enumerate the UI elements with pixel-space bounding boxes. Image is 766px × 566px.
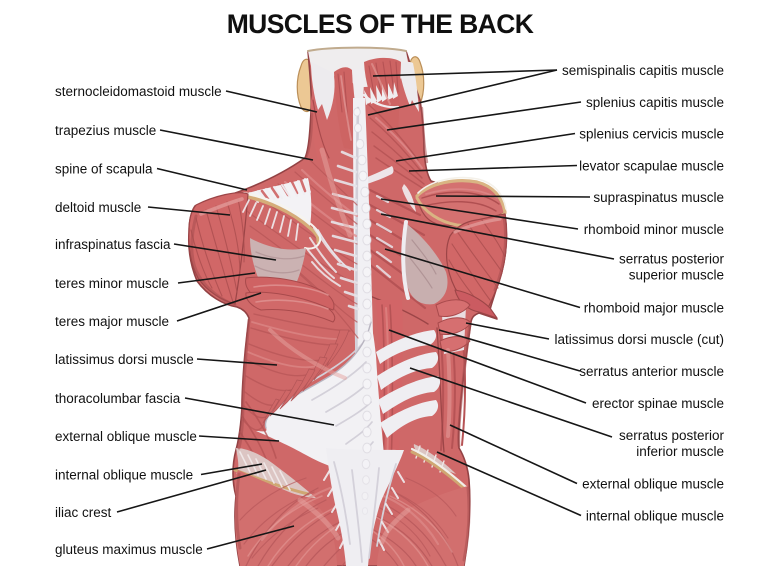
svg-text:rhomboid minor muscle: rhomboid minor muscle [584, 222, 724, 237]
svg-text:spine of scapula: spine of scapula [55, 162, 153, 177]
svg-text:external oblique muscle: external oblique muscle [55, 429, 197, 444]
svg-text:iliac crest: iliac crest [55, 505, 112, 520]
svg-text:serratus posterior: serratus posterior [619, 252, 725, 267]
svg-text:serratus posterior: serratus posterior [619, 428, 725, 443]
svg-text:latissimus dorsi muscle (cut): latissimus dorsi muscle (cut) [554, 332, 724, 347]
svg-text:trapezius muscle: trapezius muscle [55, 123, 156, 138]
svg-text:external oblique muscle: external oblique muscle [582, 477, 724, 492]
svg-text:supraspinatus muscle: supraspinatus muscle [593, 190, 724, 205]
svg-text:MUSCLES OF THE BACK: MUSCLES OF THE BACK [227, 9, 534, 39]
svg-text:splenius cervicis muscle: splenius cervicis muscle [579, 127, 724, 142]
svg-text:rhomboid major muscle: rhomboid major muscle [584, 301, 724, 316]
svg-text:splenius capitis muscle: splenius capitis muscle [586, 95, 724, 110]
svg-text:erector spinae muscle: erector spinae muscle [592, 396, 724, 411]
svg-text:thoracolumbar fascia: thoracolumbar fascia [55, 391, 181, 406]
svg-text:superior muscle: superior muscle [629, 268, 724, 283]
svg-text:internal oblique muscle: internal oblique muscle [586, 509, 724, 524]
svg-text:inferior muscle: inferior muscle [636, 444, 724, 459]
svg-text:sternocleidomastoid muscle: sternocleidomastoid muscle [55, 84, 222, 99]
svg-text:teres major muscle: teres major muscle [55, 314, 169, 329]
svg-text:teres minor muscle: teres minor muscle [55, 276, 169, 291]
svg-text:semispinalis capitis muscle: semispinalis capitis muscle [562, 63, 724, 78]
svg-text:deltoid muscle: deltoid muscle [55, 200, 141, 215]
svg-text:infraspinatus fascia: infraspinatus fascia [55, 237, 171, 252]
svg-text:levator scapulae muscle: levator scapulae muscle [579, 159, 724, 174]
svg-text:internal oblique muscle: internal oblique muscle [55, 468, 193, 483]
svg-text:latissimus dorsi muscle: latissimus dorsi muscle [55, 352, 194, 367]
svg-text:gluteus maximus muscle: gluteus maximus muscle [55, 542, 203, 557]
svg-text:serratus anterior muscle: serratus anterior muscle [579, 364, 724, 379]
